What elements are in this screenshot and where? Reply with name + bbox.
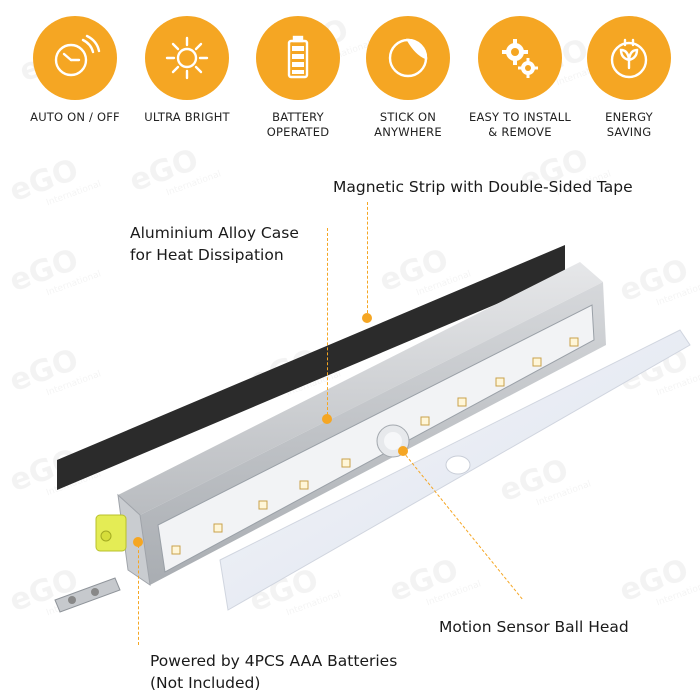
callout-dot (398, 446, 408, 456)
callout-batteries: Powered by 4PCS AAA Batteries (Not Inclu… (150, 652, 398, 692)
led-chips (171, 337, 579, 555)
leader-line (327, 228, 328, 420)
callout-motion-sensor: Motion Sensor Ball Head (439, 618, 629, 636)
switch (95, 514, 127, 552)
callout-dot (322, 414, 332, 424)
feature-label: ULTRA BRIGHT (144, 110, 230, 124)
callout-aluminium-case: Aluminium Alloy Case for Heat Dissipatio… (130, 224, 299, 264)
feature-energy-saving: ENERGY SAVING (574, 16, 684, 140)
gears-icon (478, 16, 562, 100)
feature-battery-operated: BATTERY OPERATED (243, 16, 353, 140)
case-top (118, 262, 603, 515)
feature-auto-on-off: AUTO ON / OFF (20, 16, 130, 125)
sun-icon (145, 16, 229, 100)
feature-label: ENERGY SAVING (605, 110, 653, 139)
feature-label: BATTERY OPERATED (266, 110, 330, 139)
feature-label: AUTO ON / OFF (30, 110, 120, 124)
leader-line (138, 545, 139, 645)
feature-stick-on-anywhere: STICK ON ANYWHERE (353, 16, 463, 140)
feature-label: EASY TO INSTALL & REMOVE (469, 110, 571, 139)
callout-dot (362, 313, 372, 323)
callout-magnetic-strip: Magnetic Strip with Double-Sided Tape (333, 178, 633, 196)
battery-icon (256, 16, 340, 100)
feature-easy-install: EASY TO INSTALL & REMOVE (465, 16, 575, 140)
feature-ultra-bright: ULTRA BRIGHT (132, 16, 242, 125)
feature-label: STICK ON ANYWHERE (374, 110, 442, 139)
leader-line (367, 202, 368, 318)
feature-row: AUTO ON / OFF ULTRA BRIGHT BATTERY OPERA… (0, 0, 700, 150)
mounting-bracket (54, 577, 121, 613)
clock-icon (33, 16, 117, 100)
sticker-icon (366, 16, 450, 100)
diffuser-sensor-hole (445, 455, 471, 475)
plug-leaf-icon (587, 16, 671, 100)
callout-dot (133, 537, 143, 547)
magnetic-strip (57, 245, 565, 490)
